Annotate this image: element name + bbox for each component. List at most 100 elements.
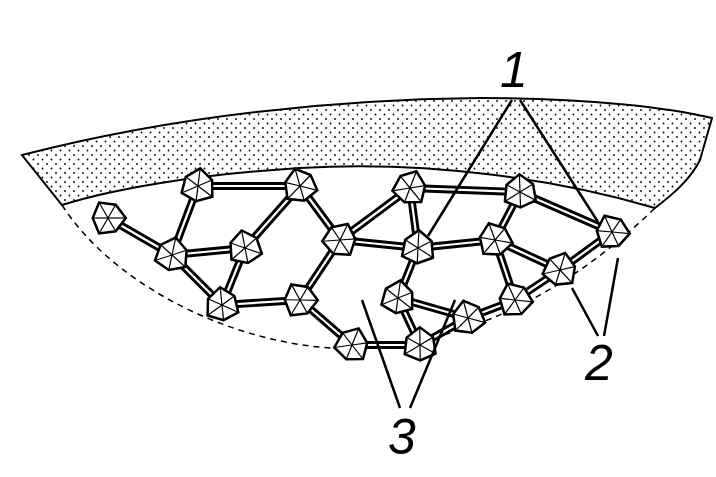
- crystal-facet: [392, 188, 410, 191]
- crystal-facet: [208, 305, 222, 315]
- crystal-facet: [331, 227, 340, 240]
- crystal-facet: [322, 240, 340, 241]
- crystal-facet: [489, 223, 495, 240]
- crystal-facet: [604, 216, 612, 232]
- crystal-facet: [520, 192, 536, 200]
- crystal-facet: [597, 231, 612, 232]
- crystal-facet: [612, 232, 630, 234]
- crystal-facet: [232, 248, 245, 260]
- crystal-facet: [396, 298, 398, 313]
- crystal-grain: [155, 238, 187, 271]
- crystal-grain: [381, 280, 412, 313]
- crystal-facet: [343, 333, 352, 345]
- crystal-grain: [505, 174, 536, 207]
- crystal-facet: [508, 284, 515, 300]
- crystal-facet: [300, 287, 308, 300]
- crystal-facet: [161, 245, 172, 255]
- crystal-grain: [500, 284, 533, 315]
- crystal-facet: [455, 318, 468, 331]
- crystal-facet: [417, 230, 419, 248]
- crystal-facet: [410, 188, 421, 202]
- crystal-grain: [597, 216, 630, 247]
- leader-line: [572, 288, 598, 336]
- crystal-facet: [222, 305, 238, 312]
- crystal-facet: [198, 168, 200, 186]
- crystal-facet: [495, 240, 513, 243]
- crystal-facet: [352, 343, 367, 345]
- crystal-facet: [398, 298, 412, 309]
- crystal-facet: [410, 186, 425, 188]
- crystal-facet: [612, 232, 618, 246]
- crystal-facet: [405, 240, 418, 248]
- crystal-facet: [285, 182, 300, 186]
- crystal-facet: [417, 248, 419, 263]
- crystal-facet: [172, 238, 176, 255]
- crystal-facet: [334, 345, 352, 347]
- crystal-facet: [295, 169, 300, 186]
- crystal-facet: [468, 318, 485, 323]
- crystal-facet: [285, 299, 300, 300]
- crystal-facet: [398, 280, 400, 298]
- crystal-facet: [515, 300, 533, 302]
- crystal-facet: [300, 299, 318, 301]
- crystal-facet: [560, 267, 575, 270]
- crystal-grain: [334, 328, 367, 359]
- crystal-grain: [231, 231, 262, 264]
- crystal-facet: [291, 300, 300, 315]
- crystal-facet: [419, 327, 421, 345]
- leader-line: [428, 100, 512, 236]
- crystal-facet: [340, 224, 348, 240]
- crystal-facet: [245, 248, 262, 254]
- crystal-grain: [543, 253, 575, 285]
- crystal-facet: [300, 300, 307, 313]
- crystal-facet: [245, 238, 257, 248]
- crystal-facet: [340, 240, 350, 255]
- crystal-facet: [291, 284, 300, 300]
- callout-number: 2: [585, 338, 613, 388]
- crystal-facet: [550, 259, 560, 270]
- crystal-facet: [480, 237, 495, 240]
- crystal-facet: [505, 300, 515, 314]
- crystal-facet: [543, 270, 560, 274]
- crystal-facet: [352, 345, 363, 359]
- crystal-facet: [468, 318, 472, 333]
- crystal-facet: [99, 203, 108, 218]
- crystal-facet: [155, 255, 172, 261]
- crystal-facet: [515, 288, 524, 300]
- crystal-facet: [495, 240, 500, 254]
- crystal-facet: [463, 301, 468, 318]
- crystal-facet: [556, 270, 560, 285]
- crystal-facet: [198, 180, 212, 186]
- crystal-facet: [520, 184, 533, 192]
- crystal-facet: [506, 185, 520, 192]
- crystal-facet: [172, 255, 185, 267]
- crystal-facet: [222, 305, 224, 320]
- crystal-facet: [505, 192, 520, 201]
- crystal-facet: [407, 338, 420, 345]
- crystal-facet: [410, 171, 416, 188]
- crystal-facet: [453, 314, 468, 318]
- leader-line: [410, 300, 455, 408]
- crystal-facet: [386, 289, 398, 298]
- crystal-facet: [419, 345, 420, 360]
- crystal-grain: [93, 203, 126, 234]
- crystal-facet: [108, 205, 116, 218]
- crystal-grain: [392, 171, 425, 202]
- crystal-facet: [602, 232, 612, 247]
- crystal-facet: [519, 174, 521, 192]
- crystal-facet: [515, 300, 521, 314]
- dotted-layer: [22, 98, 712, 208]
- crystal-facet: [196, 186, 198, 201]
- crystal-facet: [340, 239, 355, 240]
- crystal-facet: [220, 287, 222, 305]
- crystal-grain: [480, 223, 513, 254]
- crystal-grain: [453, 301, 485, 333]
- crystal-facet: [169, 255, 172, 270]
- crystal-facet: [398, 292, 412, 298]
- crystal-facet: [495, 228, 505, 240]
- callout-number: 3: [388, 412, 416, 462]
- crystal-grain: [208, 287, 239, 320]
- callout-number: 1: [500, 45, 528, 95]
- crystal-facet: [242, 230, 245, 248]
- crystal-facet: [381, 298, 398, 305]
